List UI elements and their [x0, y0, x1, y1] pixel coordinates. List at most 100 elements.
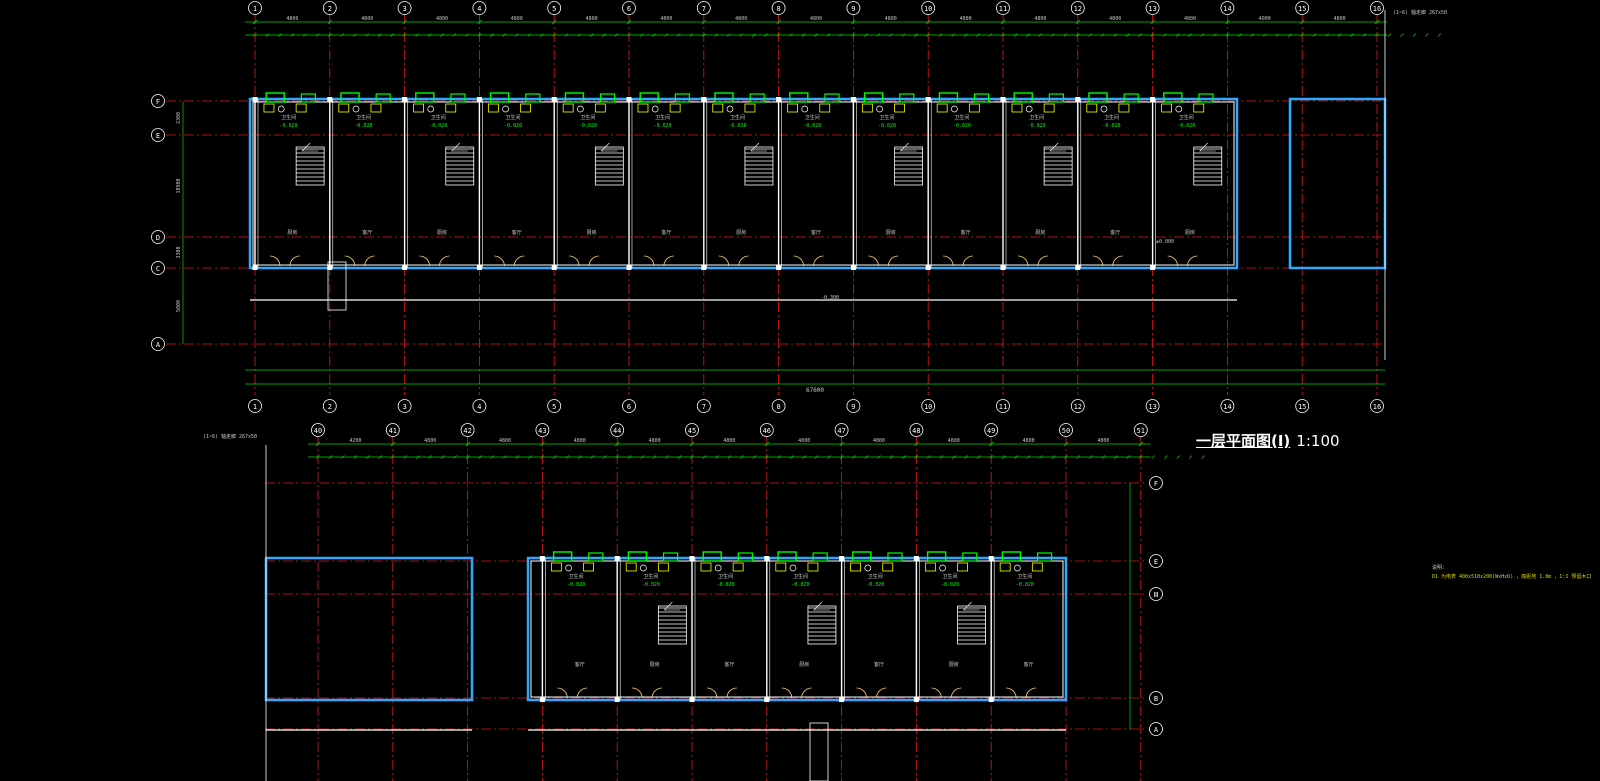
dim-tick-detail [927, 455, 931, 459]
axis-bubble-47 [834, 423, 849, 437]
bay-dim: 4800 [1023, 438, 1035, 444]
dim-tick-detail [1076, 33, 1080, 37]
fixture [637, 103, 649, 113]
dim-tick [1150, 19, 1155, 25]
toilet-label: 卫生间 [643, 573, 658, 580]
dim-tick-detail [665, 455, 669, 459]
axis-bubble-bottom-14-label: 14 [1223, 403, 1231, 411]
door-swing [887, 255, 899, 267]
axis-bubble-bottom-14 [1220, 399, 1235, 413]
dim-tick [1138, 441, 1144, 447]
toilet-label: 卫生间 [1029, 114, 1044, 121]
axis-bubble-10-label: 10 [924, 5, 932, 13]
dim-tick-detail [1088, 33, 1093, 37]
dim-tick-detail [527, 33, 532, 37]
axis-bubble-44 [610, 423, 625, 437]
row-axis-bubble-A-label: A [156, 341, 161, 349]
door-swing [439, 255, 450, 267]
dim-tick-detail [440, 33, 444, 37]
toilet-bowl [939, 564, 946, 572]
axis-bubble-46 [759, 423, 774, 437]
axis-bubble-bottom-7 [696, 399, 711, 413]
stair-outline [957, 605, 986, 645]
room-label: 厨房 [799, 661, 809, 668]
bay-dim: 4800 [1184, 16, 1196, 22]
dim-tick-detail [627, 455, 632, 459]
column [776, 265, 782, 270]
dim-tick-detail [316, 455, 320, 459]
column [1000, 265, 1006, 270]
dim-tick-detail [1263, 33, 1267, 37]
column [1000, 97, 1006, 102]
bay-dim: 4800 [1109, 16, 1121, 22]
dim-tick-detail [490, 33, 494, 37]
stair-outline [445, 146, 475, 186]
window [639, 92, 659, 103]
window [789, 92, 809, 103]
dim-tick-detail [677, 33, 681, 37]
door-swing [962, 255, 974, 267]
dim-tick-detail [540, 455, 545, 459]
toilet-label: 卫生间 [1179, 114, 1194, 121]
bay-dim: 4800 [511, 16, 523, 22]
dim-tick-detail [751, 33, 756, 37]
window [564, 92, 585, 103]
fixture [775, 562, 787, 572]
dim-tick-detail [1014, 455, 1018, 459]
door-swing [576, 687, 588, 699]
dim-tick-detail [988, 33, 993, 37]
bay-dim: 4800 [660, 16, 672, 22]
dim-tick [1374, 19, 1380, 25]
bay-dim: 4800 [1334, 16, 1346, 22]
row-axis-bubble-C [151, 261, 165, 275]
dim-tick-detail [515, 33, 519, 37]
dim-tick [851, 19, 856, 25]
column [988, 697, 994, 702]
drawing-scale: 1:100 [1296, 432, 1340, 450]
floor-level: ±0.000 [1156, 239, 1174, 245]
dim-tick-detail [1312, 33, 1317, 37]
dim-tick-detail [964, 455, 969, 459]
window [1036, 552, 1053, 562]
toilet-bowl [1014, 564, 1021, 572]
toilet-label: 卫生间 [1017, 573, 1032, 580]
column [850, 265, 856, 270]
fixture [487, 103, 499, 113]
column [776, 97, 782, 102]
axis-bubble-45 [685, 423, 699, 437]
fixture [936, 103, 948, 113]
door-swing [1112, 255, 1123, 267]
dim-tick-detail [951, 33, 955, 37]
axis-bubble-bottom-5 [547, 399, 562, 413]
toilet-level: -0.020 [728, 123, 746, 129]
dim-tick-detail [552, 33, 556, 37]
axis-bubble-13-label: 13 [1148, 5, 1156, 13]
axis-bubble-15-label: 15 [1298, 5, 1306, 13]
dim-tick-detail [963, 33, 968, 37]
bay-dim: 4800 [1097, 438, 1109, 444]
room-label: 厨房 [650, 661, 660, 668]
dim-tick-detail [652, 33, 656, 37]
column [252, 265, 258, 270]
dim-tick-detail [577, 33, 581, 37]
column [551, 97, 557, 102]
dim-tick-detail [490, 455, 495, 459]
axis-bubble-bottom-4 [472, 399, 487, 413]
dim-tick-detail [1051, 455, 1056, 459]
door-swing [1025, 687, 1037, 699]
axis-bubble-bottom-3-label: 3 [402, 403, 406, 411]
stair-arrow [663, 601, 681, 611]
axis-bubble-43 [535, 423, 550, 437]
window [588, 552, 604, 562]
stair-outline [657, 605, 687, 645]
dim-tick-detail [428, 455, 432, 459]
dim-tick-detail [539, 33, 544, 37]
column [402, 97, 408, 102]
axis-bubble-bottom-6-label: 6 [627, 403, 631, 411]
door-swing [419, 255, 430, 267]
dim-tick-detail [801, 33, 806, 37]
dim-tick [839, 441, 844, 447]
axis-ref-note: (1~6) 轴走廊 267x50 [1393, 9, 1447, 16]
column [539, 697, 545, 702]
dim-tick-detail [1188, 455, 1193, 459]
